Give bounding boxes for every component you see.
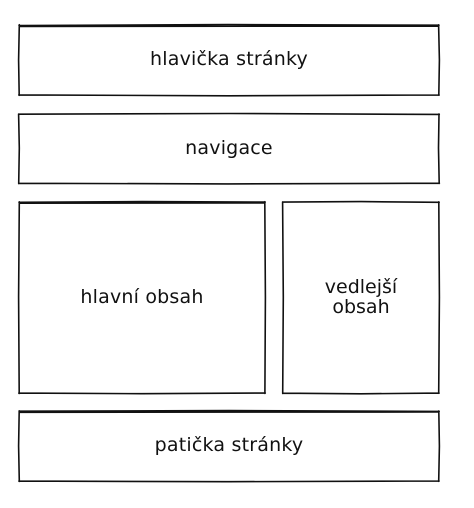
header-box: hlavička stránky — [17, 23, 441, 97]
main-content-label: hlavní obsah — [80, 285, 204, 308]
footer-box: patička stránky — [17, 409, 441, 483]
aside-label-line-2: obsah — [332, 295, 390, 318]
aside-content-box: vedlejší obsah — [281, 200, 441, 395]
navigation-label: navigace — [185, 136, 273, 159]
main-content-box: hlavní obsah — [17, 200, 267, 395]
aside-label-line-1: vedlejší — [324, 275, 398, 298]
header-label: hlavička stránky — [150, 48, 308, 71]
navigation-box: navigace — [17, 112, 441, 185]
footer-label: patička stránky — [154, 434, 304, 457]
aside-content-label: vedlejší obsah — [324, 275, 398, 318]
